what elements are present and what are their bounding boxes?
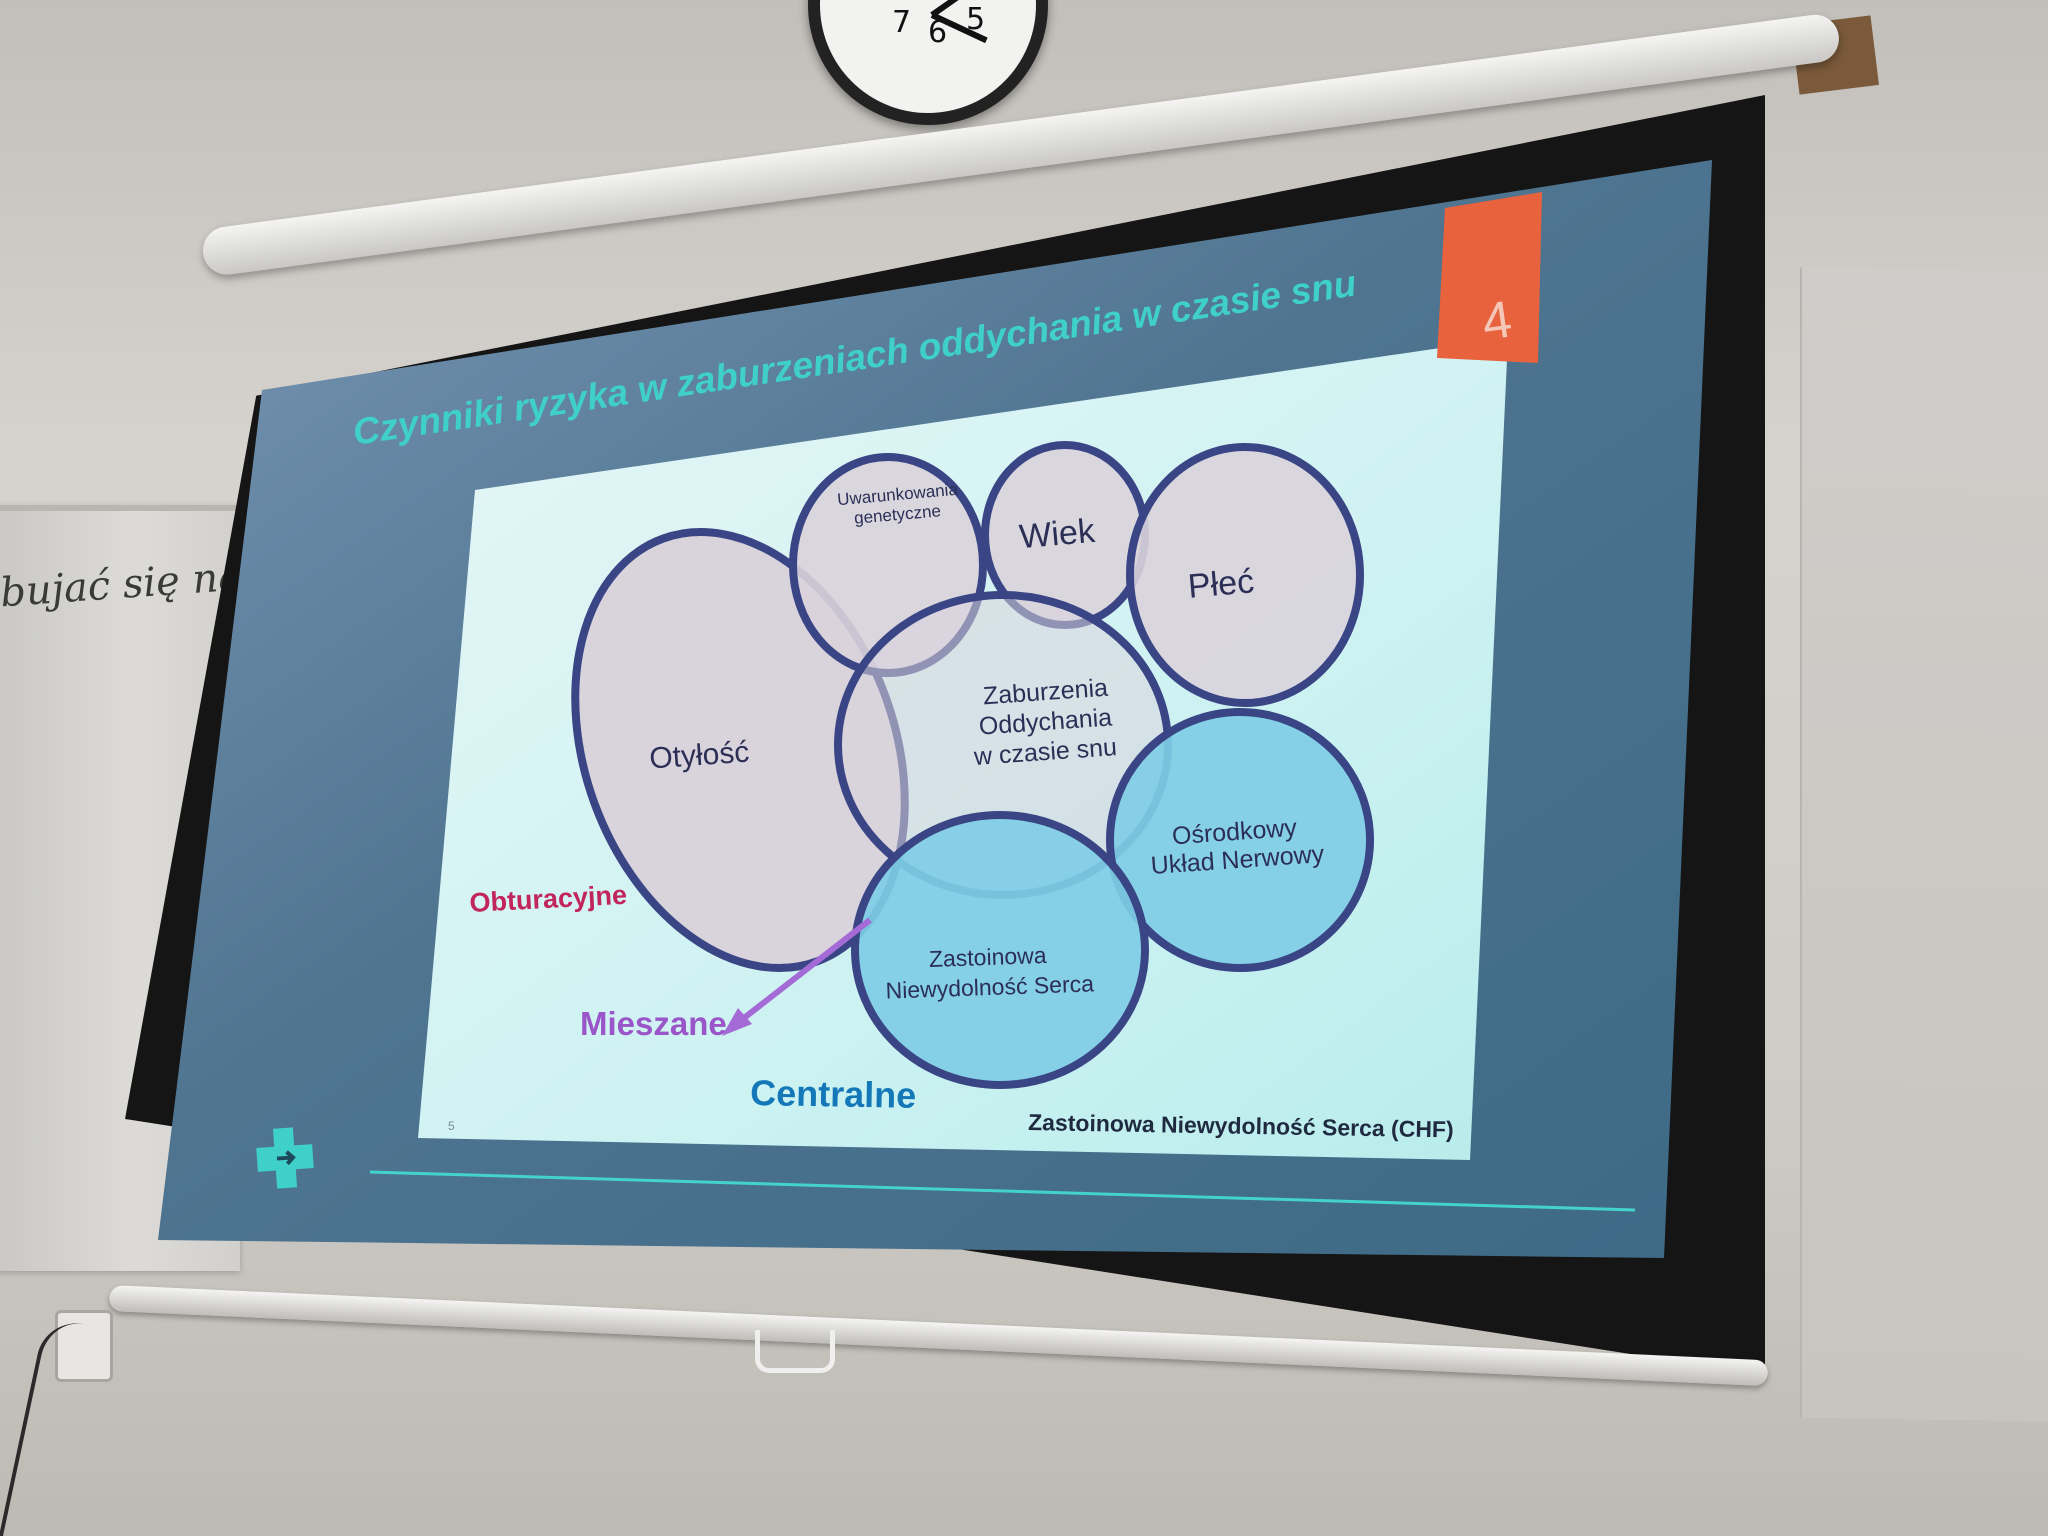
arrow-mixed-head xyxy=(722,1008,752,1036)
circle-chf xyxy=(851,811,1149,1089)
clock-number-5: 5 xyxy=(966,2,986,37)
venn-diagram xyxy=(571,441,1374,1089)
medical-cross-arrow-icon xyxy=(256,1127,314,1189)
circle-cns xyxy=(1106,708,1374,972)
clock-number-8: 8 xyxy=(855,0,874,7)
label-central: Centralne xyxy=(750,1072,917,1116)
circle-sex xyxy=(1126,443,1364,707)
arrow-mixed-line xyxy=(733,917,872,1028)
wall-outlet xyxy=(55,1310,113,1382)
label-age: Wiek xyxy=(1018,512,1098,557)
screen-pull-handle[interactable] xyxy=(755,1330,835,1373)
clock-number-7: 7 xyxy=(892,5,912,40)
slide-bottom-line xyxy=(369,1170,1636,1212)
slide-page-number: 5 xyxy=(448,1119,455,1133)
label-obesity: Otyłość xyxy=(648,736,750,776)
label-mixed: Mieszane xyxy=(580,1005,727,1042)
clock-number-4: 4 xyxy=(998,0,1017,2)
clock-number-6: 6 xyxy=(928,15,948,50)
label-chf-line1: Zastoinowa xyxy=(928,942,1047,972)
label-sex: Płeć xyxy=(1186,562,1255,606)
slide-number-badge xyxy=(1437,192,1542,363)
